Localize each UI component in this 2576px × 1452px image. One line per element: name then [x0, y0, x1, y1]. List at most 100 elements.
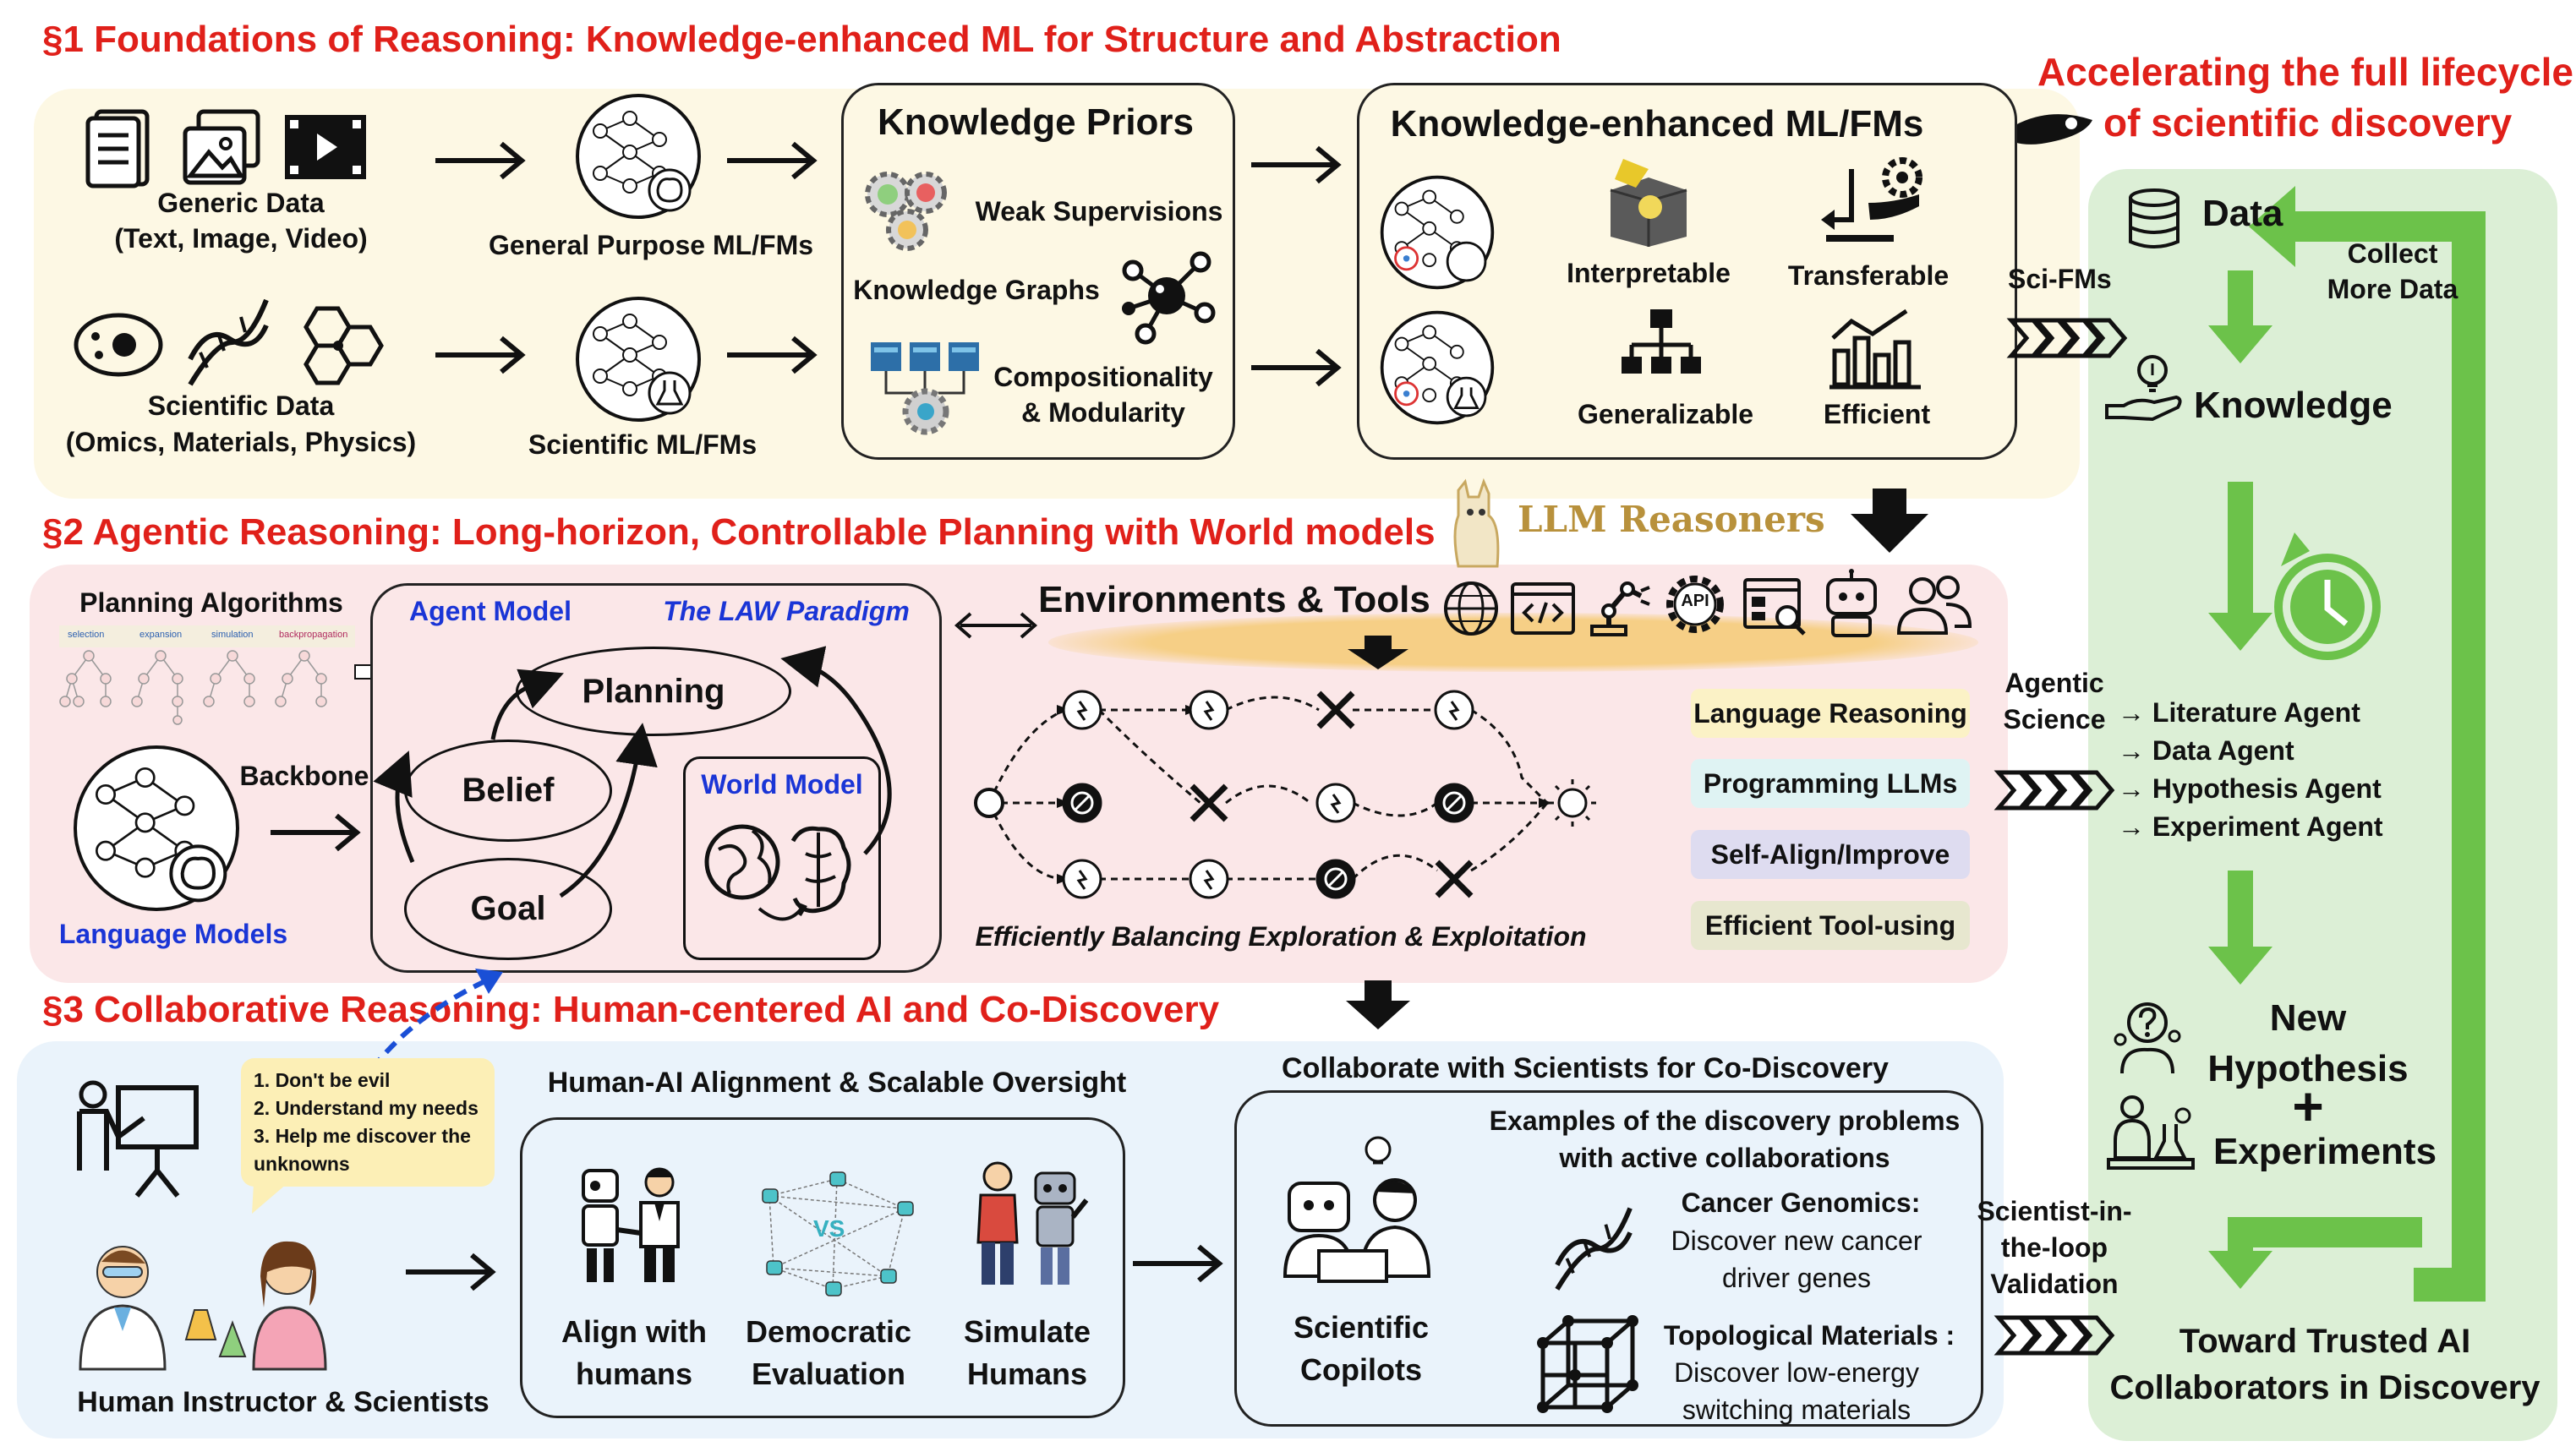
generalizable-hierarchy-icon [1622, 309, 1701, 374]
knowledge-graphs-label: Knowledge Graphs [853, 275, 1100, 305]
humans-label: humans [575, 1356, 693, 1391]
mcts-steps: selection expansion simulation backpropa… [59, 625, 355, 727]
align-with-label: Align with [561, 1314, 707, 1349]
env-people-icon [1896, 576, 1972, 635]
scientific-ml-label: Scientific ML/FMs [528, 429, 757, 460]
bubble-line-2: 2. Understand my needs [254, 1097, 479, 1119]
agentic-label: Agentic [2004, 668, 2104, 698]
democratic-evaluation-icon [762, 1171, 914, 1296]
knowledge-hand-bulb-icon [2105, 355, 2182, 422]
scientists-icon [79, 1241, 327, 1371]
interpretable-box-icon [1610, 159, 1687, 247]
agent-model-label: Agent Model [409, 596, 572, 626]
env-api-label: API [1681, 592, 1709, 610]
alignment-box [520, 1117, 1125, 1418]
scientific-data-label: Scientific Data [147, 390, 335, 421]
knowledge-graph-icon [1122, 251, 1216, 345]
evaluation-label: Evaluation [751, 1356, 906, 1391]
tag-efficient-tool-using: Efficient Tool-using [1691, 901, 1970, 950]
world-model-label: World Model [701, 769, 863, 800]
simulate-humans-label: Humans [966, 1356, 1088, 1391]
bubble-line-4: unknowns [254, 1153, 350, 1175]
dna-icon [188, 298, 269, 386]
transferable-hand-icon [1821, 157, 1922, 242]
backbone-label: Backbone [239, 761, 369, 791]
arrow-priors-to-kml-top [1251, 145, 1342, 184]
lifecycle-title-line1: Accelerating the full lifecycle [2037, 50, 2574, 94]
scientific-data-sub: (Omics, Materials, Physics) [65, 427, 417, 457]
examples-line-1: Examples of the discovery problems [1489, 1105, 1961, 1136]
agent-hypothesis: → Hypothesis Agent [2118, 773, 2382, 804]
down-arrow-s2-s3 [1346, 980, 1410, 1029]
env-web-search-icon [1743, 578, 1806, 636]
arrow-generic-to-gml [435, 141, 526, 180]
down-arrow-env [1348, 636, 1408, 669]
cancer-line-2: driver genes [1721, 1263, 1872, 1293]
env-robot-icon [1826, 569, 1877, 637]
environments-tools-title: Environments & Tools [1038, 579, 1430, 620]
experiment-lab-icon [2107, 1095, 2195, 1170]
molecule-lattice-icon [304, 306, 384, 385]
new-label: New [2269, 997, 2347, 1039]
topological-title: Topological Materials : [1663, 1320, 1955, 1351]
tag-programming-llms: Programming LLMs [1691, 759, 1970, 808]
dashed-arrow-to-goal [369, 969, 503, 1071]
mcts-trees [59, 650, 327, 725]
knowledge-priors-box [841, 83, 1235, 460]
efficient-chart-icon [1829, 308, 1921, 390]
belief-node: Belief [404, 740, 612, 842]
cancer-dna-icon [1555, 1207, 1633, 1291]
cancer-line-1: Discover new cancer [1671, 1225, 1922, 1256]
arrow-alignment-to-collab [1133, 1244, 1223, 1283]
kml-general-network-icon [1380, 175, 1495, 290]
language-model-network-icon [74, 745, 239, 911]
mcts-step-backpropagation: backpropagation [279, 630, 348, 640]
topological-line-2: switching materials [1682, 1395, 1911, 1425]
scientific-copilot-icon [1283, 1136, 1431, 1283]
gears-check-icon [865, 172, 947, 251]
trusted-line-2: Collaborators in Discovery [2109, 1369, 2540, 1406]
env-robot-arm-icon [1590, 581, 1650, 636]
arrow-sci-to-sml [435, 336, 526, 374]
more-data-label: More Data [2327, 274, 2458, 304]
exploration-graph [974, 690, 1596, 899]
interpretable-label: Interpretable [1567, 258, 1731, 288]
cell-icon [74, 313, 163, 377]
knowledge-enhanced-ml-title: Knowledge-enhanced ML/FMs [1390, 103, 1924, 145]
env-api-gear-icon [1666, 576, 1724, 633]
hypothesis-head-icon [2114, 1002, 2181, 1074]
agent-literature: → Literature Agent [2118, 697, 2360, 728]
bubble-line-1: 1. Don't be evil [254, 1069, 391, 1091]
examples-line-2: with active collaborations [1559, 1143, 1890, 1173]
mcts-step-expansion: expansion [139, 630, 183, 640]
general-ml-label: General Purpose ML/FMs [488, 230, 814, 260]
chevrons-agentic [1994, 770, 2115, 811]
topological-cube-icon [1537, 1315, 1638, 1413]
video-icon [285, 115, 366, 179]
knowledge-priors-title: Knowledge Priors [877, 101, 1195, 143]
alignment-title: Human-AI Alignment & Scalable Oversight [547, 1067, 1127, 1099]
mcts-step-simulation: simulation [211, 630, 254, 640]
cancer-genomics-title: Cancer Genomics: [1681, 1187, 1921, 1218]
image-icon [183, 109, 260, 185]
env-code-window-icon [1511, 582, 1575, 635]
transferable-label: Transferable [1787, 260, 1950, 291]
section1-title: §1 Foundations of Reasoning: Knowledge-e… [42, 19, 1561, 60]
data-label: Data [2202, 193, 2283, 234]
tag-self-align: Self-Align/Improve [1691, 830, 1970, 879]
modules-icon [871, 342, 979, 435]
topological-line-1: Discover low-energy [1674, 1357, 1919, 1388]
the-loop-label: the-loop [2000, 1232, 2108, 1263]
arrow-priors-to-kml-bottom [1251, 348, 1342, 387]
knowledge-label: Knowledge [2194, 385, 2393, 426]
simulate-humans-icon [976, 1161, 1089, 1285]
llm-reasoners-label: LLM Reasoners [1518, 499, 1825, 540]
science-label: Science [2003, 704, 2106, 734]
arrow-human-to-alignment [406, 1253, 496, 1291]
generic-data-sub: (Text, Image, Video) [114, 223, 368, 254]
generic-data-label: Generic Data [157, 188, 325, 218]
arrow-gml-to-priors [727, 141, 818, 180]
lifecycle-title-line2: of scientific discovery [2103, 101, 2513, 145]
collab-title: Collaborate with Scientists for Co-Disco… [1282, 1052, 1889, 1084]
scientific-ml-network-icon [576, 297, 701, 422]
